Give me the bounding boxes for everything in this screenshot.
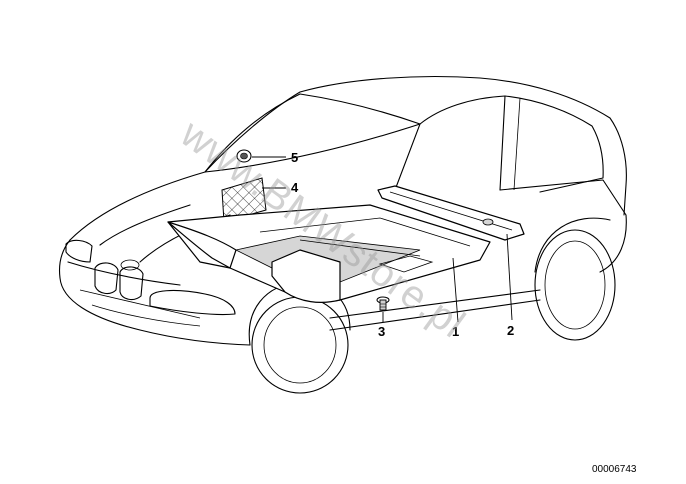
callout-4: 4 <box>291 180 299 195</box>
callout-5: 5 <box>291 150 298 165</box>
part-1-floor-mat <box>167 204 491 303</box>
leader-1 <box>452 257 459 323</box>
part-5-grommet <box>236 149 252 163</box>
part-2-crossmember <box>377 185 525 241</box>
diagram-number: 00006743 <box>592 464 637 475</box>
callout-1: 1 <box>452 324 459 339</box>
part-4-insulation-mat <box>221 177 267 223</box>
leader-lines <box>252 156 513 323</box>
callout-3: 3 <box>378 324 385 339</box>
car-body-outline <box>58 76 627 394</box>
callout-2: 2 <box>507 323 514 338</box>
leader-2 <box>506 233 513 321</box>
part-3-plug <box>376 296 390 311</box>
